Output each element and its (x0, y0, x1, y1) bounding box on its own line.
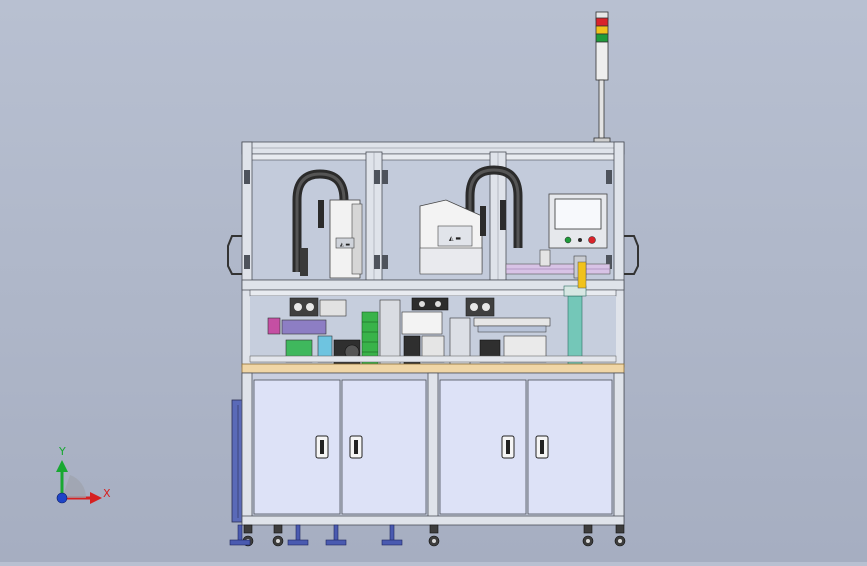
x-axis-label: X (103, 487, 111, 500)
mode-switch (578, 238, 582, 242)
teal-column (567, 295, 583, 367)
emergency-stop-button (588, 236, 596, 244)
x-axis-arrow (90, 492, 102, 504)
tower-pole (598, 79, 605, 141)
scara-robot-left: ◭ ▬ (292, 169, 363, 279)
mechanism-shelf (249, 261, 617, 367)
hmi-panel[interactable] (548, 193, 608, 249)
hmi-screen (554, 198, 602, 230)
svg-text:◭ ▬: ◭ ▬ (340, 242, 350, 248)
cabinet-door-2[interactable] (341, 379, 427, 515)
worktop (241, 363, 625, 374)
svg-text:◭ ▬: ◭ ▬ (449, 235, 462, 242)
z-axis-dot (56, 492, 68, 504)
leveling-feet (229, 524, 403, 546)
tower-light-green (595, 33, 609, 43)
start-button (564, 236, 572, 244)
base-cabinet (241, 372, 625, 526)
cabinet-door-4[interactable] (527, 379, 613, 515)
y-axis-arrow (56, 460, 68, 472)
axis-triad: Y X (56, 445, 111, 504)
scara-robot-right: ◭ ▬ (419, 165, 523, 275)
tower-light-red (595, 17, 609, 27)
tower-light-yellow (595, 25, 609, 35)
signal-tower (593, 11, 611, 144)
y-axis-label: Y (58, 445, 66, 458)
